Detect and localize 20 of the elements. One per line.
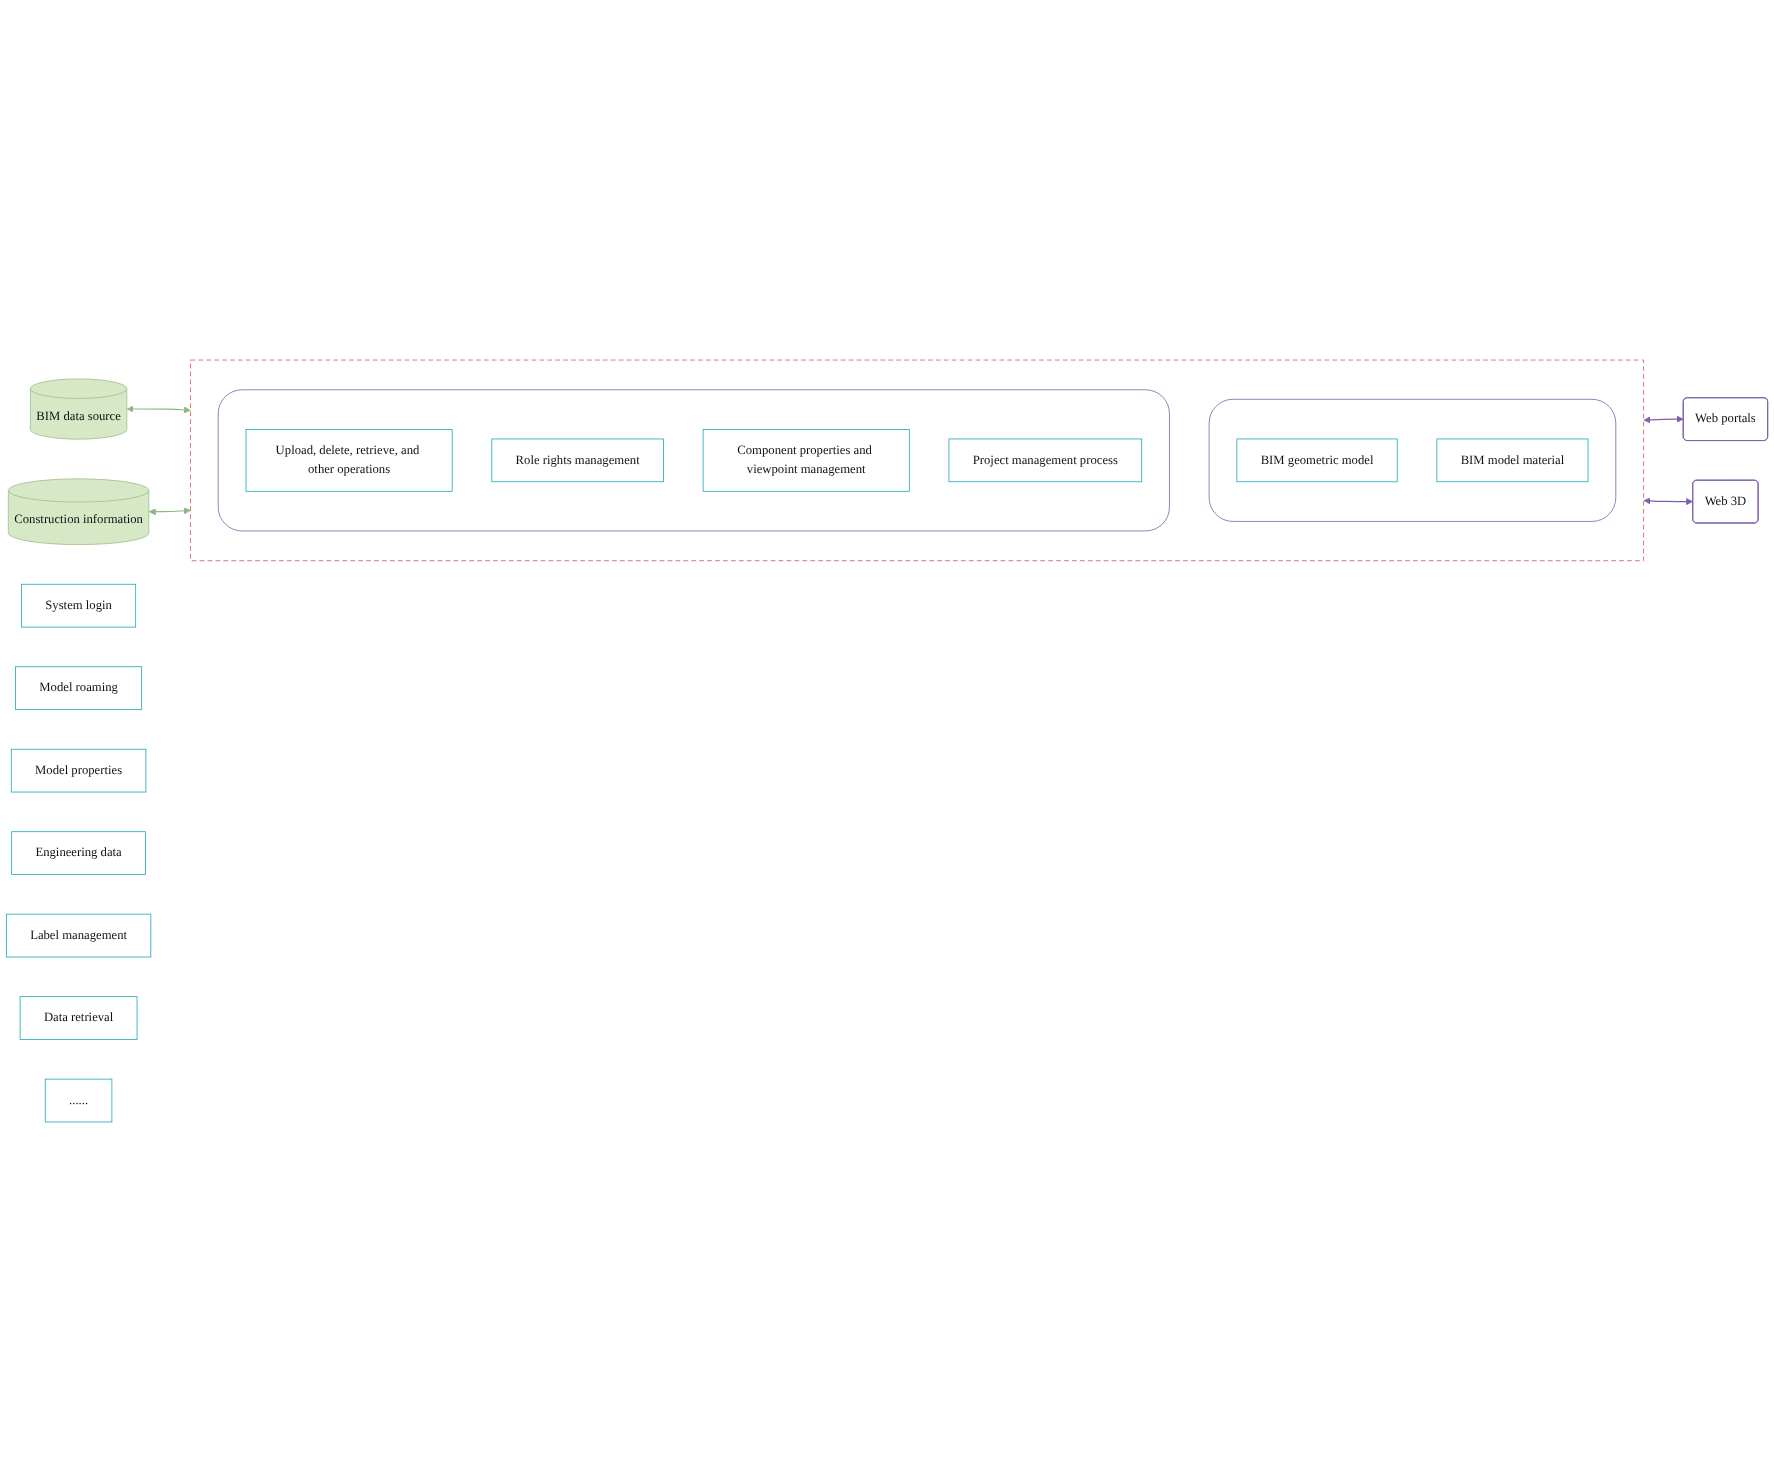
node-box bbox=[5, 913, 152, 958]
cluster bbox=[1208, 398, 1617, 522]
arrow bbox=[126, 405, 191, 414]
node-box bbox=[948, 438, 1143, 483]
node-box bbox=[44, 1078, 113, 1123]
cluster bbox=[217, 389, 1170, 532]
node-box bbox=[21, 583, 137, 628]
cluster bbox=[190, 359, 1644, 562]
node-box bbox=[245, 429, 453, 492]
arrow bbox=[148, 507, 191, 516]
node-box bbox=[11, 831, 146, 875]
node-box bbox=[19, 996, 138, 1040]
node-box bbox=[1236, 438, 1398, 483]
node-box bbox=[1436, 438, 1589, 483]
arrow bbox=[1643, 497, 1694, 506]
node-box bbox=[15, 666, 143, 710]
node-box bbox=[491, 438, 664, 483]
arrow bbox=[1643, 415, 1684, 424]
node-box bbox=[702, 429, 910, 492]
node-box bbox=[10, 748, 147, 793]
